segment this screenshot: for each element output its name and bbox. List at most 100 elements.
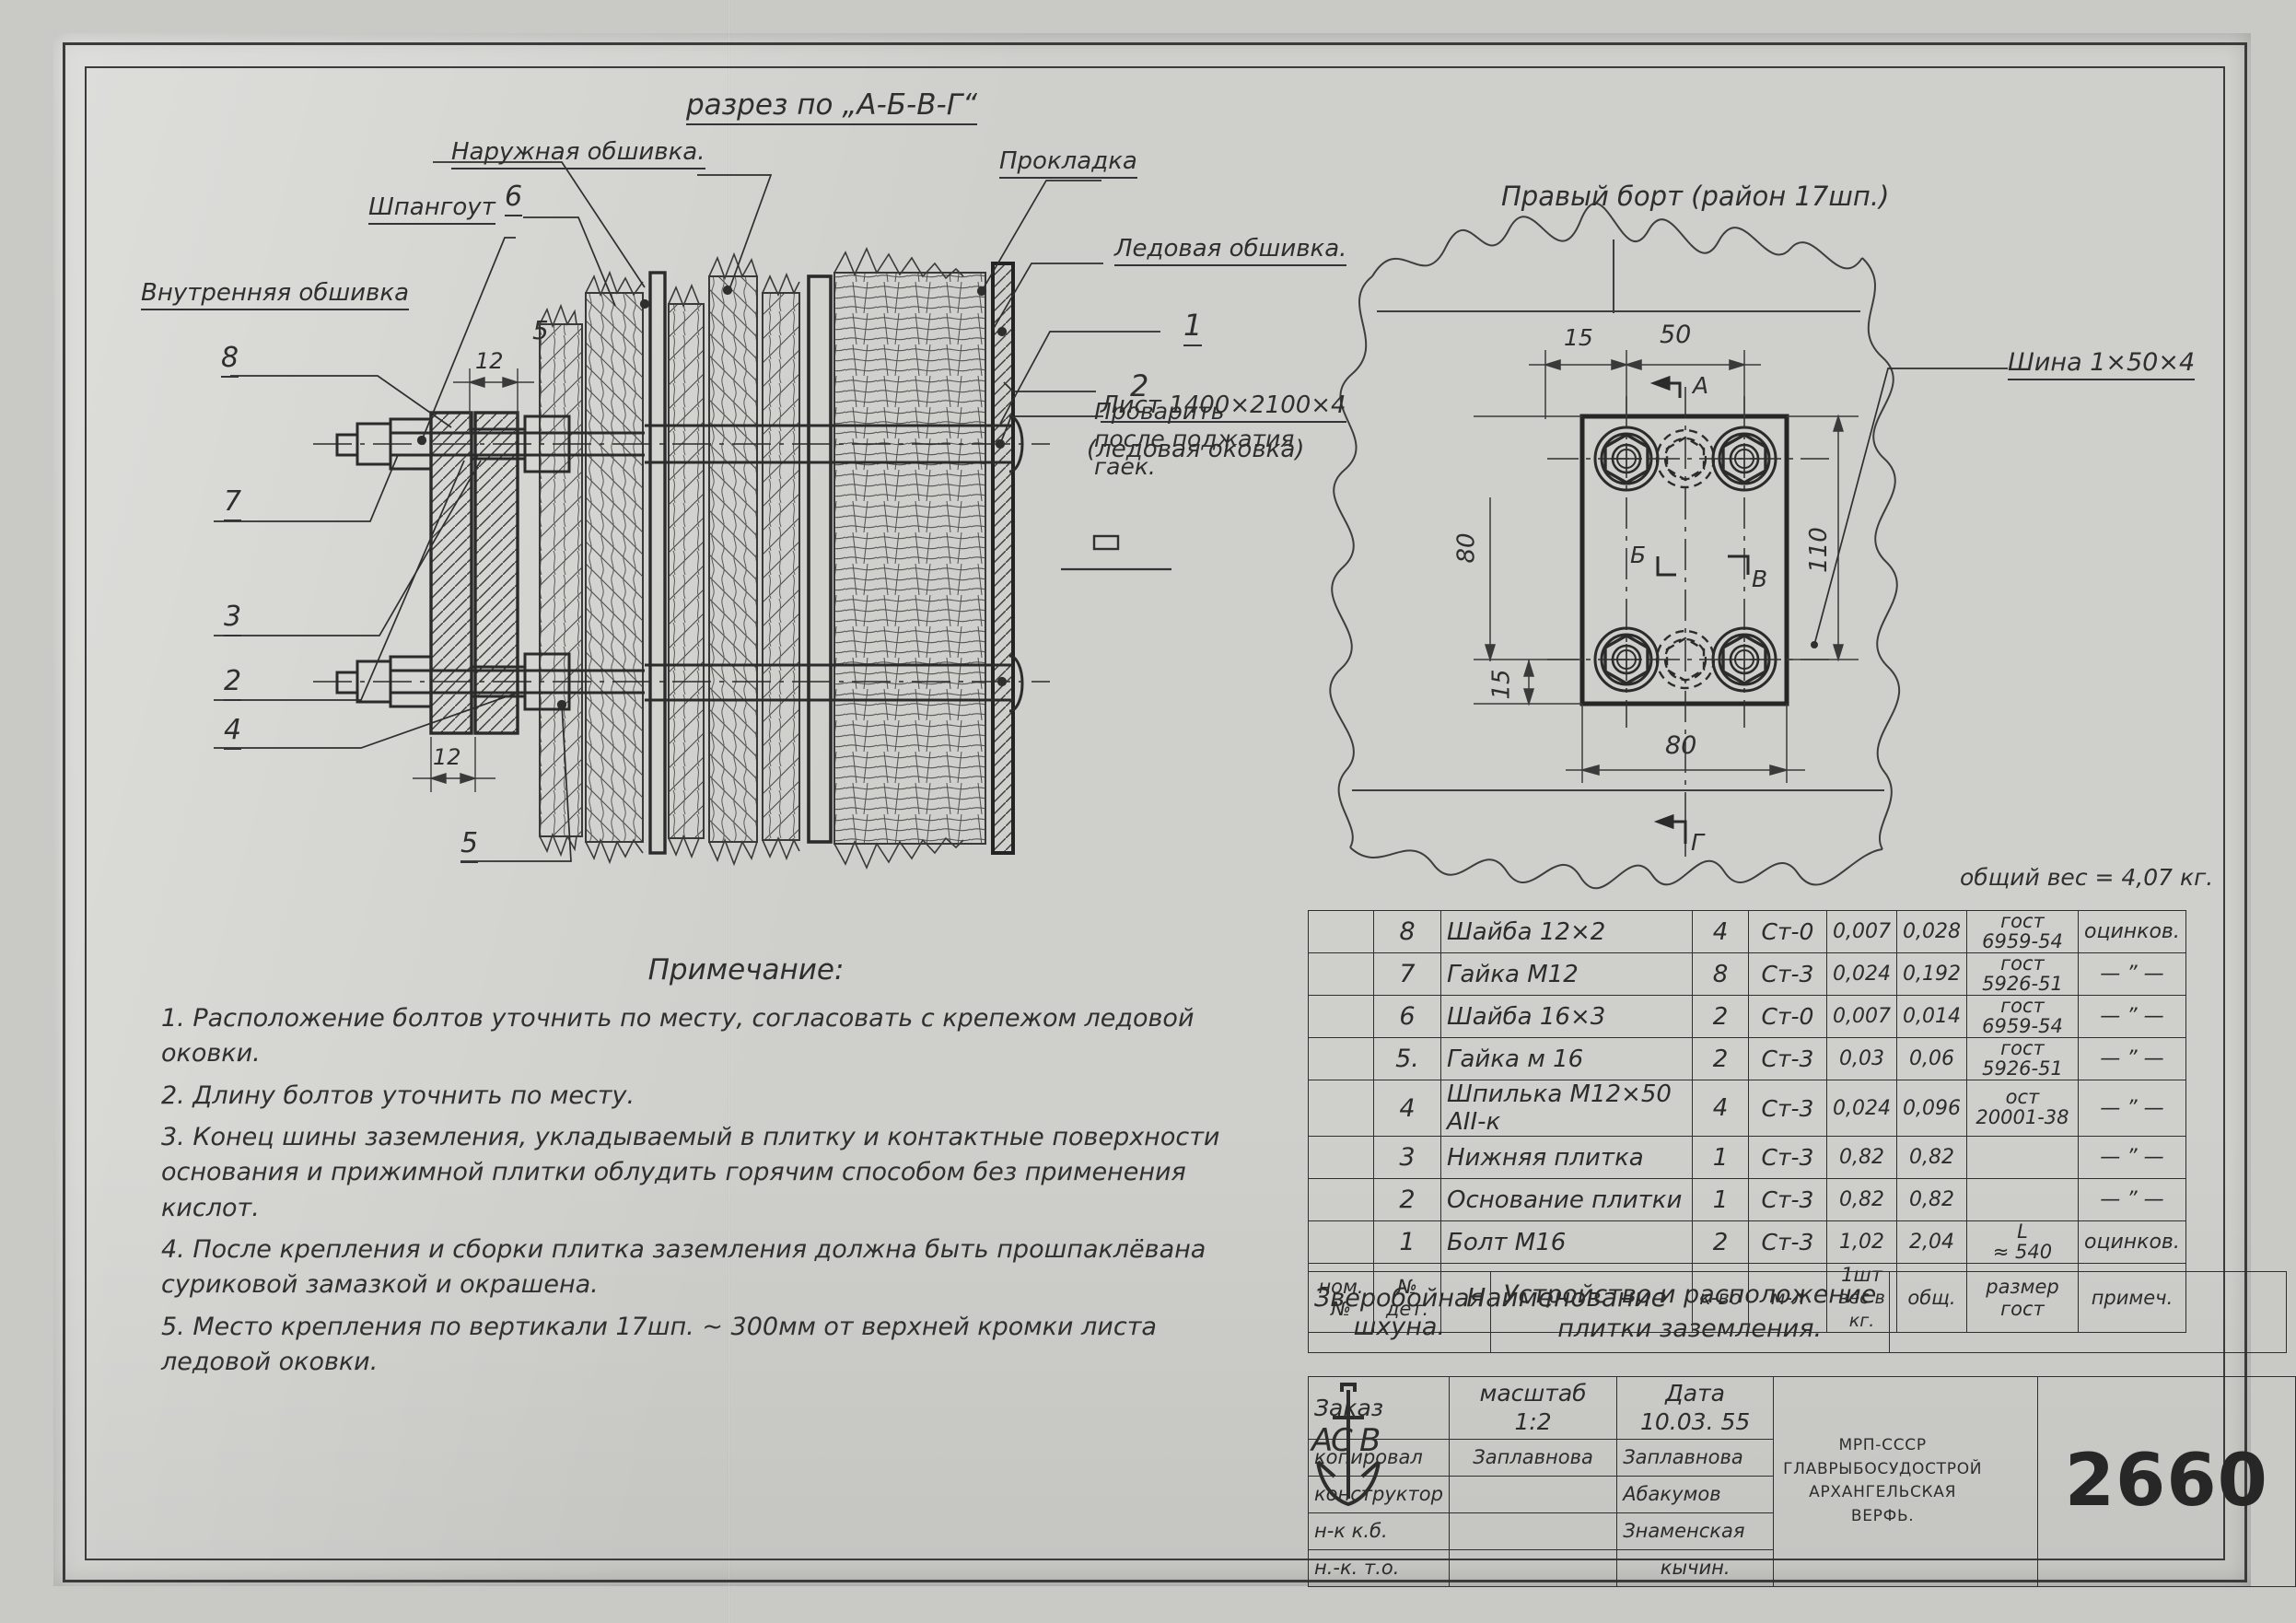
label-bar-shina: Шина 1×50×4 xyxy=(2008,348,2196,380)
note-item: 4. После крепления и сборки плитка зазем… xyxy=(161,1234,1206,1300)
part-material: Ст-0 xyxy=(1748,910,1827,953)
part-weight-total: 0,028 xyxy=(1895,910,1967,953)
note-item: 2. Длину болтов уточнить по месту. xyxy=(161,1080,635,1110)
weld-note-line1: Проварить xyxy=(1094,398,1225,425)
dimension-80-left: 80 xyxy=(1452,532,1481,564)
part-weight-total: 0,192 xyxy=(1895,952,1967,996)
part-weight-each: 0,007 xyxy=(1826,995,1897,1038)
title-drawing-title-cell: Устройство и расположение плитки заземле… xyxy=(1489,1271,1890,1353)
part-weight-each: 0,82 xyxy=(1826,1136,1897,1179)
scale-value: 1:2 xyxy=(1514,1408,1552,1436)
emblem-line3: АРХАНГЕЛЬСКАЯ xyxy=(1809,1483,1957,1502)
part-name: Нижняя плитка xyxy=(1440,1136,1693,1179)
part-qty: 2 xyxy=(1692,1037,1749,1080)
balloon-2-weld: 2 xyxy=(1130,368,1149,403)
part-qty: 2 xyxy=(1692,995,1749,1038)
part-standard: L≈ 540 xyxy=(1965,1220,2079,1264)
plan-view-graphics xyxy=(1329,203,2008,890)
part-number: 8 xyxy=(1373,910,1441,953)
part-weight-total: 0,82 xyxy=(1895,1136,1967,1179)
section-mark-v: В xyxy=(1752,566,1768,592)
part-name: Шайба 12×2 xyxy=(1440,910,1693,953)
part-name: Гайка м 16 xyxy=(1440,1037,1693,1080)
label-inner-skin: Внутренняя обшивка xyxy=(141,279,410,310)
part-number: 5. xyxy=(1373,1037,1441,1080)
part-material: Ст-3 xyxy=(1748,952,1827,996)
part-material: Ст-3 xyxy=(1748,1136,1827,1179)
part-qty: 4 xyxy=(1692,1080,1749,1137)
title-block-lower: Заказ масштаб 1:2 Дата 10.03. 55 xyxy=(1308,1376,2296,1587)
section-mark-b: Б xyxy=(1630,542,1647,568)
part-weight-each: 0,03 xyxy=(1826,1037,1897,1080)
label-outer-skin: Наружная обшивка. xyxy=(451,138,705,169)
balloon-7: 7 xyxy=(224,485,242,521)
role-label: н.-к. т.о. xyxy=(1308,1548,1450,1587)
balloon-3: 3 xyxy=(224,601,242,636)
part-weight-total: 0,82 xyxy=(1895,1178,1967,1221)
anchor-emblem-icon: А С В xyxy=(1310,1382,1381,1506)
title-block: Зверобойная шхуна. Устройство и располож… xyxy=(1308,1271,2287,1353)
date-value: 10.03. 55 xyxy=(1640,1408,1751,1436)
role-signature xyxy=(1448,1475,1618,1513)
dimension-12-bottom: 12 xyxy=(433,744,461,770)
balloon-2: 2 xyxy=(224,665,242,701)
role-signature: Заплавнова xyxy=(1448,1438,1618,1477)
part-remark: — ” — xyxy=(2077,1136,2186,1179)
part-remark: оцинков. xyxy=(2077,910,2186,953)
sheet-border-outer xyxy=(63,42,2247,1582)
label-sheet-spec: Лист 1400×2100×4 xyxy=(1101,391,1346,423)
part-name: Болт М16 xyxy=(1440,1220,1693,1264)
label-gasket: Прокладка xyxy=(999,147,1137,179)
part-number: 4 xyxy=(1373,1080,1441,1137)
part-number: 6 xyxy=(1373,995,1441,1038)
part-weight-total: 0,06 xyxy=(1895,1037,1967,1080)
part-weight-total: 0,096 xyxy=(1895,1080,1967,1137)
dimension-80-bottom: 80 xyxy=(1665,731,1697,760)
part-standard xyxy=(1965,1178,2079,1221)
part-number: 1 xyxy=(1373,1220,1441,1264)
part-remark: — ” — xyxy=(2077,1080,2186,1137)
part-weight-each: 1,02 xyxy=(1826,1220,1897,1264)
dimension-50-top: 50 xyxy=(1660,321,1692,349)
spacer-cell xyxy=(1308,1136,1374,1179)
balloon-4: 4 xyxy=(224,714,242,750)
role-label: конструктор xyxy=(1308,1475,1450,1513)
part-qty: 8 xyxy=(1692,952,1749,996)
part-qty: 1 xyxy=(1692,1136,1749,1179)
drawing-number: 2660 xyxy=(2064,1440,2268,1524)
section-mark-g: Г xyxy=(1691,829,1704,856)
part-name: Гайка М12 xyxy=(1440,952,1693,996)
part-material: Ст-3 xyxy=(1748,1220,1827,1264)
part-number: 7 xyxy=(1373,952,1441,996)
part-qty: 1 xyxy=(1692,1178,1749,1221)
part-remark: — ” — xyxy=(2077,1037,2186,1080)
spacer-cell xyxy=(1308,995,1374,1038)
total-weight-note: общий вес = 4,07 кг. xyxy=(1960,864,2214,891)
scale-cell: масштаб 1:2 xyxy=(1448,1376,1618,1440)
part-weight-total: 2,04 xyxy=(1895,1220,1967,1264)
part-material: Ст-3 xyxy=(1748,1080,1827,1137)
balloon-8: 8 xyxy=(221,342,239,378)
part-weight-each: 0,024 xyxy=(1826,1080,1897,1137)
spacer-cell xyxy=(1308,1080,1374,1137)
role-name: кычин. xyxy=(1616,1548,1775,1587)
part-standard xyxy=(1965,1136,2079,1179)
dimension-15-top: 15 xyxy=(1564,324,1593,351)
paper-background xyxy=(53,33,2251,1586)
role-name: Заплавнова xyxy=(1616,1438,1775,1477)
part-remark: — ” — xyxy=(2077,952,2186,996)
role-label: копировал xyxy=(1308,1438,1450,1477)
